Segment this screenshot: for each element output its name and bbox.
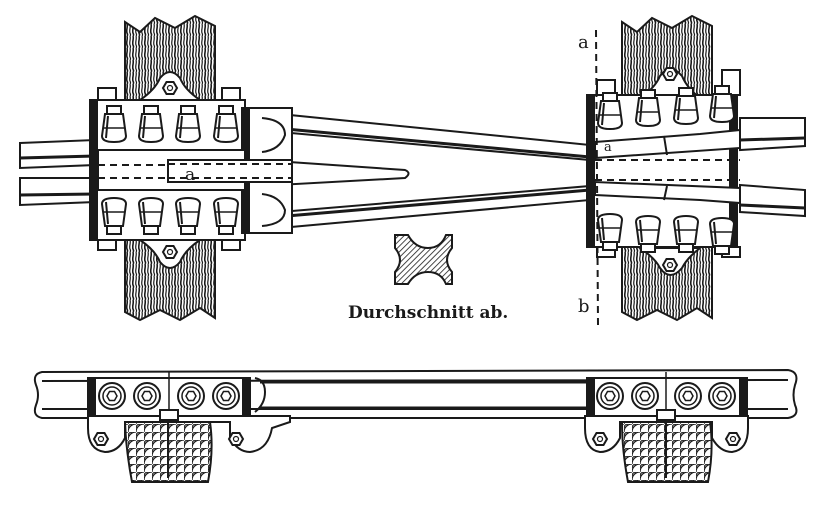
bolt-icon [177, 382, 205, 410]
rail-cross-section-profile [394, 234, 453, 285]
bolt-icon [674, 382, 702, 410]
bolt-icon [133, 382, 161, 410]
section-label-b: b [578, 296, 590, 317]
side-elevation [33, 368, 798, 483]
side-left-chair [87, 372, 291, 483]
left-chair: a [89, 71, 293, 269]
crossing-wing-rails [259, 112, 591, 230]
left-joint-label: a [185, 165, 195, 185]
section-line-ab: a b [578, 29, 599, 326]
bolt-icon [631, 382, 659, 410]
cross-section-caption: Durchschnitt ab. [348, 303, 508, 323]
cross-section: Durchschnitt ab. [348, 234, 508, 323]
side-right-chair [584, 372, 749, 483]
right-joint-label: a [604, 140, 612, 155]
bolt-icon [212, 382, 240, 410]
section-label-a: a [578, 32, 589, 53]
bolt-icon [708, 382, 736, 410]
right-rails [739, 117, 806, 218]
right-chair: a [586, 67, 741, 276]
top-view: a [19, 14, 806, 326]
bolt-icon [98, 382, 126, 410]
left-rails [19, 138, 96, 207]
bolt-icon [596, 382, 624, 410]
